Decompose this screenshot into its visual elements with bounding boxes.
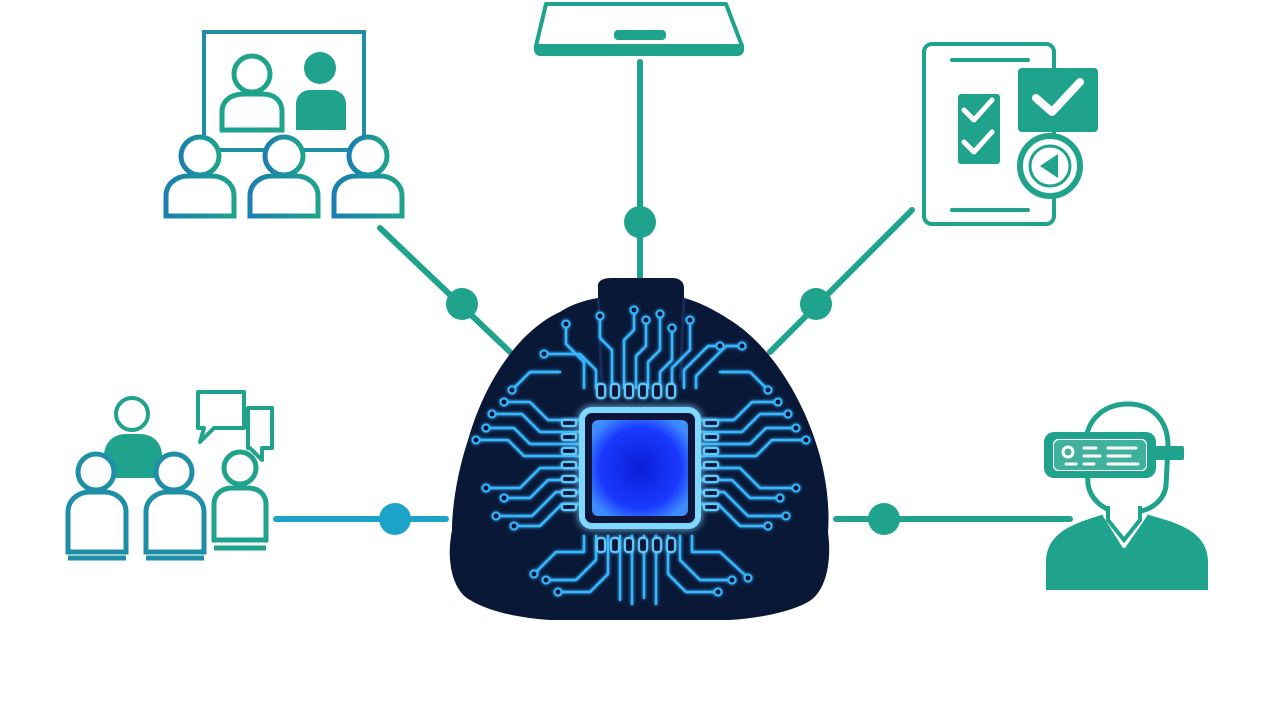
connector-top: [624, 59, 656, 281]
connector-node-top-right: [800, 288, 832, 320]
hardhat-circuit-icon: [449, 278, 830, 620]
classroom-presentation-icon: [163, 30, 405, 219]
laptop-icon: [534, 2, 744, 56]
connector-node-left: [379, 503, 411, 535]
circuit-pads: [471, 305, 811, 597]
connector-node-top-left: [446, 288, 478, 320]
connector-right: [833, 503, 1073, 535]
connector-top-left: [377, 225, 513, 355]
connector-node-top: [624, 206, 656, 238]
connector-node-right: [868, 503, 900, 535]
team-discussion-icon: [65, 390, 274, 561]
vr-headset-person-icon: [1044, 401, 1208, 590]
microchip-icon: [560, 382, 720, 554]
checklist-tablet-icon: [922, 42, 1098, 226]
connector-top-right: [767, 207, 915, 355]
circuit-traces: [476, 310, 806, 606]
connector-left: [273, 503, 449, 535]
